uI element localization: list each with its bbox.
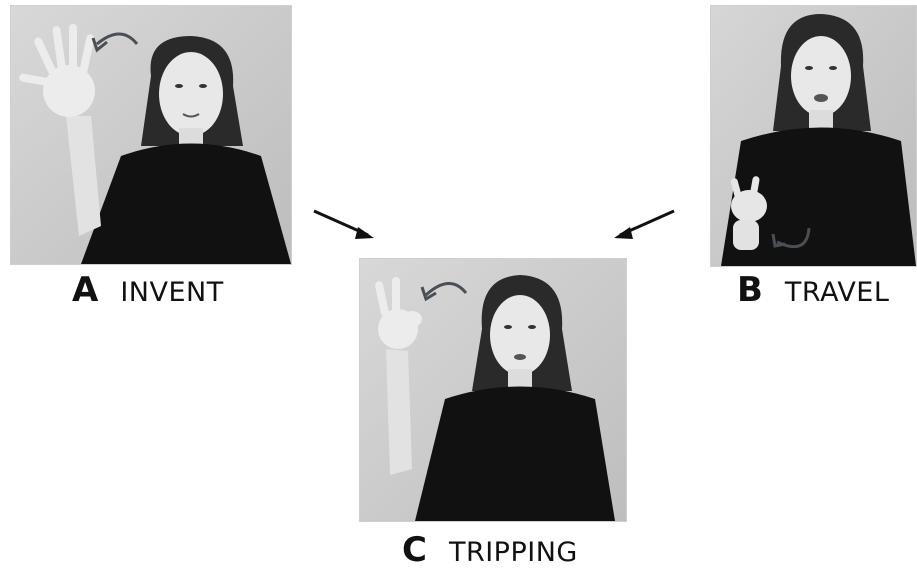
label-a: A — [72, 270, 99, 310]
photo-travel — [710, 5, 917, 267]
signer-tripping-illustration — [360, 259, 626, 521]
caption-tripping: C TRIPPING — [402, 530, 578, 570]
photo-invent — [10, 5, 292, 265]
label-b: B — [737, 270, 763, 310]
caption-invent: A INVENT — [72, 270, 224, 310]
photo-tripping — [359, 258, 627, 522]
gloss-travel: TRAVEL — [784, 277, 890, 308]
signer-invent-illustration — [11, 6, 291, 264]
gloss-tripping: TRIPPING — [448, 537, 578, 568]
caption-travel: B TRAVEL — [737, 270, 889, 310]
arrow-b-to-c — [614, 209, 675, 239]
arrow-a-to-c — [313, 209, 374, 239]
label-c: C — [402, 530, 427, 570]
signer-travel-illustration — [711, 6, 916, 266]
gloss-invent: INVENT — [120, 277, 224, 308]
